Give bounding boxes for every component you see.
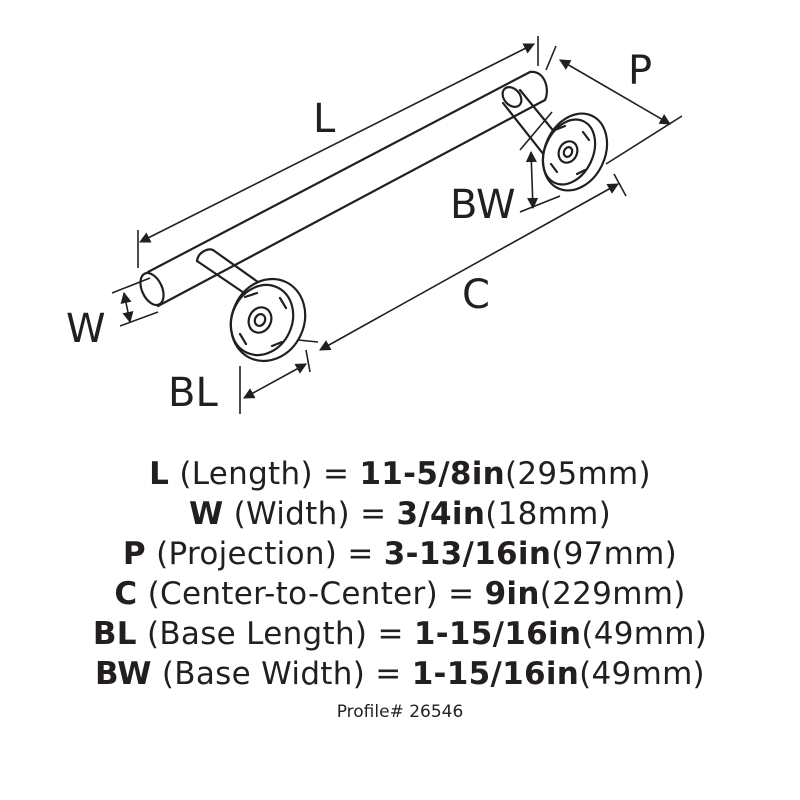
left-base [229,277,307,363]
spec-description: (Width) = [223,496,397,532]
spec-code: BL [92,616,137,652]
spec-imperial: 3/4in [396,496,486,532]
spec-code: W [188,496,224,532]
dimension-length [137,36,539,268]
spec-imperial: 9in [484,576,540,612]
label-center-to-center: C [462,272,490,318]
spec-imperial: 3-13/16in [383,536,552,572]
spec-description: (Base Width) = [151,656,412,692]
label-base-length: BL [168,370,218,416]
label-length: L [313,96,336,142]
label-base-width: BW [450,182,516,228]
spec-metric: (229mm) [539,576,686,612]
spec-metric: (18mm) [485,496,612,532]
dimension-center-to-center [297,173,627,351]
spec-metric: (295mm) [505,456,651,492]
dimension-projection [545,45,683,165]
spec-code: P [122,536,146,572]
spec-code: BW [95,656,152,692]
right-base [541,112,609,192]
spec-imperial: 1-15/16in [411,656,580,692]
spec-code: C [114,576,138,612]
spec-imperial: 11-5/8in [359,456,506,492]
specification-list: L (Length) = 11-5/8in(295mm) W (Width) =… [0,454,800,724]
spec-description: (Center-to-Center) = [137,576,485,612]
label-projection: P [628,48,652,94]
spec-code: L [149,456,170,492]
spec-metric: (49mm) [581,616,708,652]
spec-imperial: 1-15/16in [413,616,582,652]
spec-base-length: BL (Base Length) = 1-15/16in(49mm) [0,614,800,654]
spec-metric: (97mm) [551,536,678,572]
dimension-width [111,277,159,327]
spec-description: (Base Length) = [136,616,414,652]
spec-length: L (Length) = 11-5/8in(295mm) [0,454,800,494]
label-width: W [66,306,106,352]
dimension-base-length [239,349,311,414]
pull-handle-diagram: L W P BW C BL [66,36,683,416]
spec-metric: (49mm) [579,656,705,692]
spec-projection: P (Projection) = 3-13/16in(97mm) [0,534,800,574]
spec-width: W (Width) = 3/4in(18mm) [0,494,800,534]
profile-number: Profile# 26546 [336,702,464,722]
left-post [195,248,267,299]
spec-base-width: BW (Base Width) = 1-15/16in(49mm) [0,654,800,694]
spec-center-to-center: C (Center-to-Center) = 9in(229mm) [0,574,800,614]
spec-description: (Projection) = [145,536,384,572]
spec-description: (Length) = [169,456,360,492]
